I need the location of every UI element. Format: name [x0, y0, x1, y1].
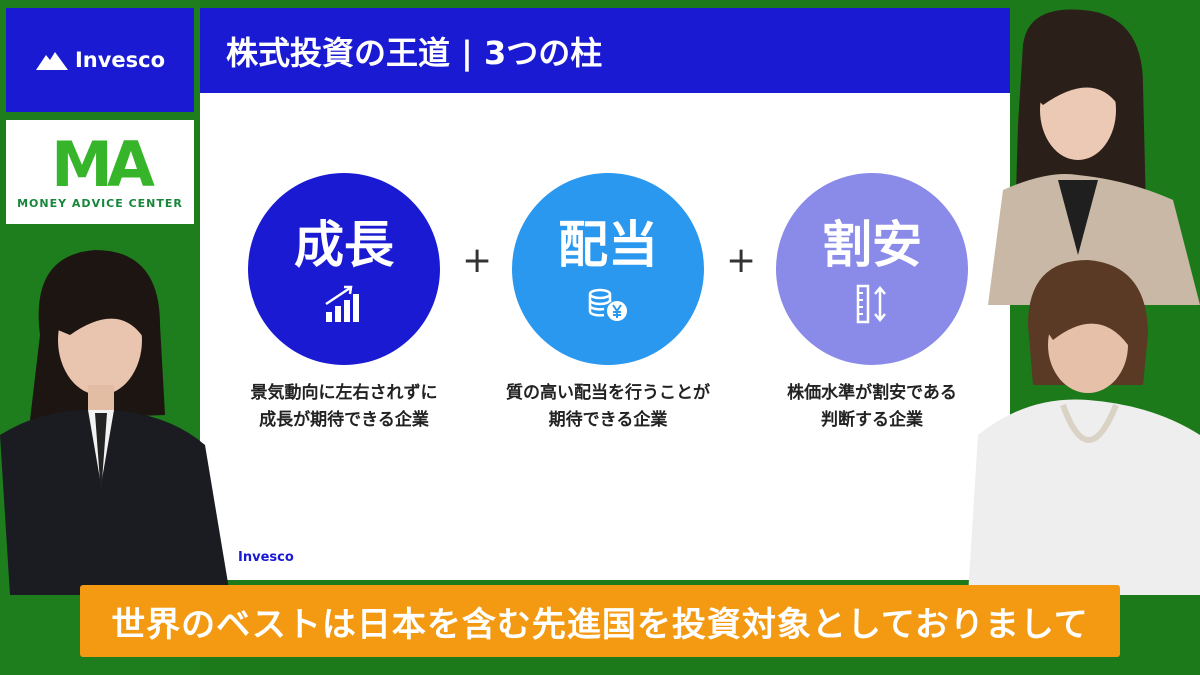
pillar-description-value: 株価水準が割安である 判断する企業 [740, 380, 1004, 434]
description-line: 株価水準が割安である [787, 383, 957, 403]
description-line: 判断する企業 [821, 410, 923, 430]
ma-logo-text: MONEY ADVICE CENTER [17, 196, 183, 210]
description-line: 景気動向に左右されずに [250, 383, 438, 403]
plus-sign: + [462, 240, 493, 281]
pillar-title: 成長 [294, 216, 394, 274]
chart-icon [325, 285, 359, 322]
invesco-logo-text: Invesco [74, 48, 166, 72]
invesco-logo: Invesco [6, 8, 194, 112]
pillar-value: 割安 [776, 173, 968, 365]
money-advice-center-logo: MA MONEY ADVICE CENTER [6, 120, 194, 224]
pillar-dividend: 配当 [512, 173, 704, 365]
pillar-description-dividend: 質の高い配当を行うことが 期待できる企業 [476, 380, 740, 434]
description-line: 質の高い配当を行うことが [506, 383, 710, 403]
pillar-title: 割安 [822, 216, 922, 274]
pillar-growth: 成長 [248, 173, 440, 365]
pillar-description-growth: 景気動向に左右されずに 成長が期待できる企業 [212, 380, 476, 434]
pillar-title: 配当 [558, 216, 658, 274]
slide-title: 株式投資の王道 | 3つの柱 [200, 8, 1010, 93]
plus-sign: + [726, 240, 757, 281]
presenters-right [968, 9, 1200, 595]
presentation-slide: 株式投資の王道 | 3つの柱 成長 + 配当 + 割安 [200, 8, 1010, 580]
presenter-left [0, 250, 230, 595]
mountain-icon [35, 52, 68, 70]
ruler-arrows-icon [856, 284, 886, 324]
caption-subtitle: 世界のベストは日本を含む先進国を投資対象としておりまして [80, 585, 1120, 657]
ma-mark: MA [51, 127, 155, 201]
description-line: 成長が期待できる企業 [259, 410, 429, 430]
slide-footer-logo: Invesco [238, 550, 294, 565]
description-line: 期待できる企業 [548, 410, 668, 430]
coins-yen-icon [588, 288, 627, 321]
